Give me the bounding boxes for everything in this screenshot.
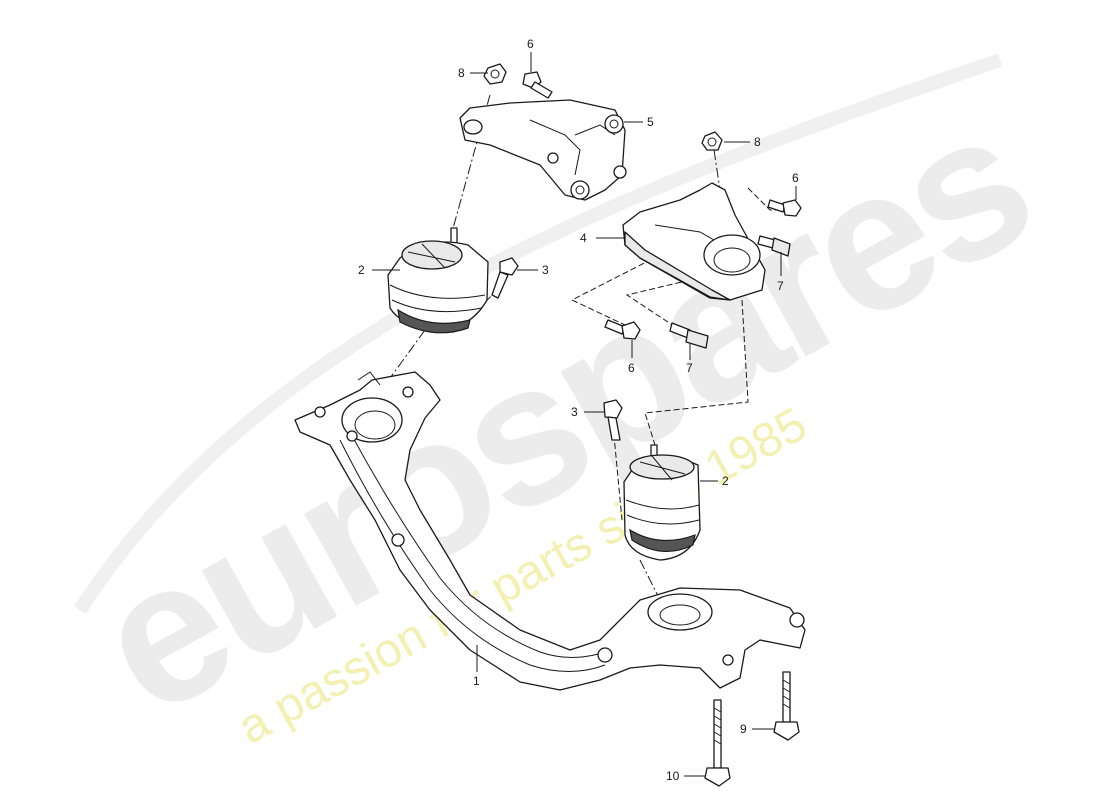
callout-7-right: 7: [777, 279, 784, 293]
callout-7-mid: 7: [686, 361, 693, 375]
callout-10: 10: [666, 769, 680, 783]
bolt-top: [522, 71, 553, 99]
bolt6-right-line: [747, 187, 790, 211]
callout-8-right: 8: [754, 135, 761, 149]
callout-4: 4: [580, 231, 587, 245]
stud-7-right: [757, 235, 791, 257]
bolt-10: [704, 699, 731, 787]
axis-line-lower-mount: [644, 299, 749, 446]
axis-line-lower-to-crossmember: [639, 559, 666, 611]
nut-top: [483, 63, 507, 85]
callout-9: 9: [740, 722, 747, 736]
crossmember: [294, 371, 806, 691]
callout-3-upper: 3: [542, 263, 549, 277]
bolt7-mid-line: [625, 279, 691, 331]
bolt-9: [773, 671, 800, 741]
engine-mount-lower: [623, 444, 701, 561]
callout-5: 5: [647, 115, 654, 129]
callout-2-lower: 2: [722, 474, 729, 488]
nut-right: [701, 131, 723, 151]
callout-3-lower: 3: [571, 405, 578, 419]
bolt6-mid-line: [570, 254, 661, 326]
callout-leaders: [372, 52, 797, 777]
engine-mount-upper: [387, 227, 489, 334]
right-mount-bracket: [622, 182, 766, 301]
bolt3-line-lower: [612, 424, 623, 521]
callout-6-top: 6: [527, 37, 534, 51]
upper-engine-bracket: [459, 99, 627, 201]
callout-8-top: 8: [458, 66, 465, 80]
bolt-3-lower: [603, 399, 623, 441]
callout-2-upper: 2: [358, 263, 365, 277]
bolt-3-upper: [491, 257, 519, 299]
callout-1: 1: [473, 674, 480, 688]
callout-6-mid: 6: [628, 361, 635, 375]
bolt-6-mid: [604, 319, 641, 340]
callout-6-right: 6: [792, 171, 799, 185]
callout-labels: 8 6 5 8 6 4 7 2 3 6 7 3 2 1 9 10: [358, 37, 799, 783]
bolt-6-right: [767, 199, 802, 217]
stud-7-mid: [669, 322, 709, 349]
